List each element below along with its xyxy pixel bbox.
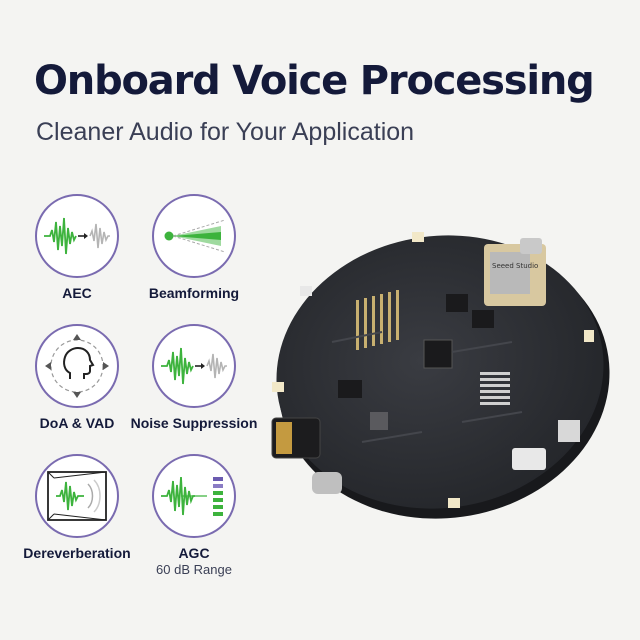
feature-doa-vad: DoA & VAD	[7, 324, 147, 431]
feature-noise-suppression: Noise Suppression	[124, 324, 264, 431]
feature-label: AGC	[178, 545, 210, 561]
feature-dereverberation: Dereverberation	[7, 454, 147, 561]
feature-label: AEC	[62, 285, 92, 301]
circuit-board-image: Seeed Studio	[262, 222, 622, 527]
noise-suppression-waveform-icon	[152, 324, 236, 408]
beamforming-cone-icon	[152, 194, 236, 278]
page-title: Onboard Voice Processing	[34, 58, 595, 104]
page-subtitle: Cleaner Audio for Your Application	[36, 118, 415, 146]
feature-agc: AGC 60 dB Range	[124, 454, 264, 577]
feature-beamforming: Beamforming	[124, 194, 264, 301]
echo-cancel-waveform-icon	[35, 194, 119, 278]
feature-label: DoA & VAD	[39, 415, 115, 431]
feature-sublabel: 60 dB Range	[156, 562, 232, 577]
feature-label: Dereverberation	[23, 545, 131, 561]
feature-aec: AEC	[7, 194, 147, 301]
module-brand-text: Seeed Studio	[492, 262, 538, 270]
dereverberation-room-icon	[35, 454, 119, 538]
feature-label: Noise Suppression	[130, 415, 258, 431]
agc-level-meter-icon	[152, 454, 236, 538]
head-direction-icon	[35, 324, 119, 408]
feature-label: Beamforming	[148, 285, 240, 301]
